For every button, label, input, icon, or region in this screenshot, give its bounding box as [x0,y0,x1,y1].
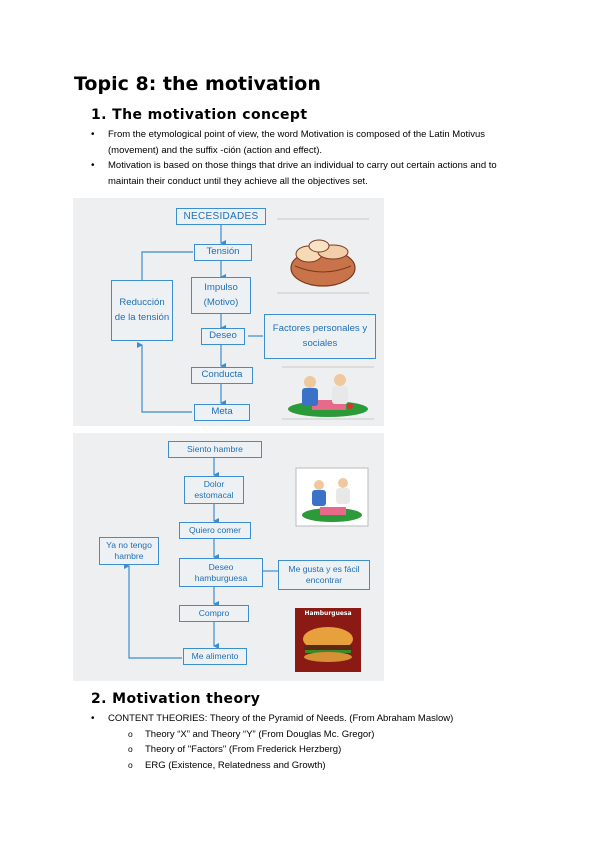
sub-bullet-icon: o [128,728,133,739]
node-siento-hambre: Siento hambre [168,441,262,458]
bullet-text: CONTENT THEORIES: Theory of the Pyramid … [108,713,454,724]
section-heading-motivation-theory: 2. Motivation theory [91,691,261,707]
bullet-icon: • [91,129,95,140]
page-title: Topic 8: the motivation [74,73,321,95]
bread-basket-image [277,218,369,294]
section-heading-motivation-concept: 1. The motivation concept [91,107,308,123]
list-item: • From the etymological point of view, th… [91,127,521,158]
sub-list-item: o Theory “X” and Theory “Y” (From Douglas… [128,727,521,743]
sub-bullet-icon: o [128,759,133,770]
bullet-icon: • [91,160,95,171]
diagram-connectors [137,224,263,413]
bullet-icon: • [91,713,95,724]
sub-item-text: ERG (Existence, Relatedness and Growth) [145,759,326,771]
node-me-gusta: Me gusta y es fácil encontrar [278,560,370,590]
diagram-connectors [124,457,278,659]
concept-bullet-list: • From the etymological point of view, th… [91,127,521,189]
node-ya-no-tengo-hambre: Ya no tengo hambre [99,537,159,565]
node-deseo-hamburguesa: Deseo hamburguesa [179,558,263,587]
picnic-image [295,467,369,527]
node-factores: Factores personales y sociales [264,314,376,359]
node-compro: Compro [179,605,249,622]
node-me-alimento: Me alimento [183,648,247,665]
node-deseo: Deseo [201,328,245,345]
sub-list-item: o Theory of "Factors" (From Frederick Her… [128,742,521,758]
sub-bullet-icon: o [128,744,133,754]
node-reduccion-tension: Reducción de la tensión [111,280,173,341]
sub-list-item: o ERG (Existence, Relatedness and Growth) [128,758,521,774]
node-meta: Meta [194,404,250,421]
picnic-image [282,366,374,420]
node-necesidades: NECESIDADES [176,208,266,225]
node-dolor-estomacal: Dolor estomacal [184,476,244,504]
list-item: • CONTENT THEORIES: Theory of the Pyramid… [91,711,521,773]
bullet-text: Motivation is based on those things that… [108,160,497,187]
sub-item-text: Theory of "Factors" (From Frederick Herz… [145,744,342,755]
list-item: • Motivation is based on those things tha… [91,158,521,189]
node-impulso: Impulso (Motivo) [191,277,251,314]
sub-item-text: Theory “X” and Theory “Y” (From Douglas … [145,728,375,740]
hunger-example-diagram: Siento hambre Dolor estomacal Quiero com… [73,433,384,681]
node-quiero-comer: Quiero comer [179,522,251,539]
motivation-process-diagram: NECESIDADES Tensión Impulso (Motivo) Des… [73,198,384,426]
node-conducta: Conducta [191,367,253,384]
theory-bullet-list: • CONTENT THEORIES: Theory of the Pyramid… [91,711,521,773]
bullet-text: From the etymological point of view, the… [108,129,486,156]
hamburger-caption: Hamburguesa [304,610,352,617]
hamburger-image: Hamburguesa [295,608,361,672]
node-tension: Tensión [194,244,252,261]
theory-sub-list: o Theory “X” and Theory “Y” (From Douglas… [108,727,521,774]
hamburger-icon [303,627,353,662]
